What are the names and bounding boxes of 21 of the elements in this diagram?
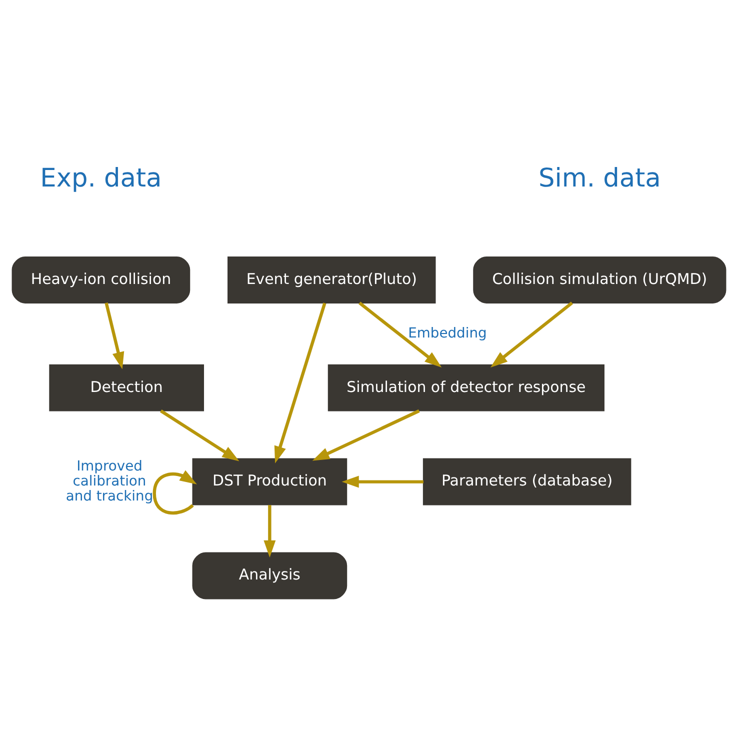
node-box: Analysis <box>192 552 348 599</box>
node-box: Event generator(Pluto) <box>228 256 436 303</box>
label: Sim. data <box>538 163 661 194</box>
node-box: DST Production <box>192 458 348 505</box>
label: Exp. data <box>40 163 162 194</box>
arrow <box>274 302 326 463</box>
arrow <box>152 470 197 514</box>
node-box: Parameters (database) <box>422 458 632 505</box>
arrow <box>358 301 442 367</box>
node-box: Detection <box>49 364 204 411</box>
node-box: Simulation of detector response <box>328 364 604 411</box>
arrow <box>160 409 240 461</box>
arrow <box>342 475 424 488</box>
arrow <box>264 504 276 558</box>
node-box: Collision simulation (UrQMD) <box>473 256 726 303</box>
arrow <box>312 408 420 460</box>
edge-label: Embedding <box>408 325 487 342</box>
arrow <box>104 302 124 369</box>
arrow <box>490 301 573 367</box>
node-box: Heavy-ion collision <box>12 256 190 303</box>
edge-label: Improved calibration and tracking <box>66 458 154 504</box>
